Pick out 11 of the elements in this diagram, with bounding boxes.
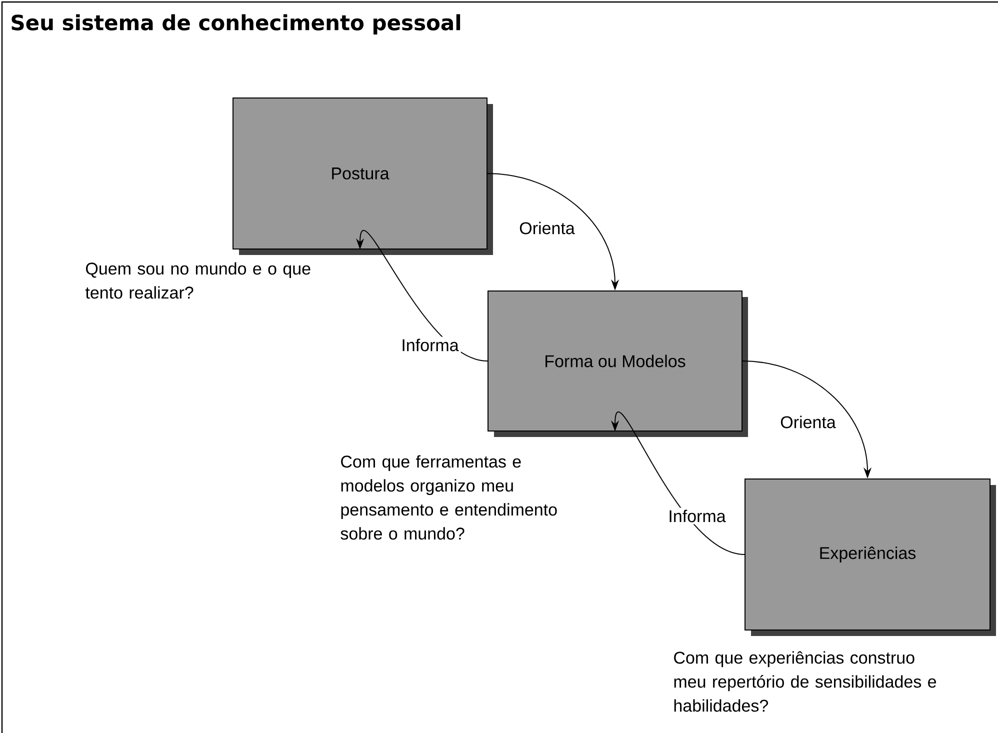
question-text: Com que experiências construo meu repertório de sensibilidades e habilidades? (674, 651, 936, 712)
edge-label: Orienta (517, 220, 577, 236)
process-box: Forma ou Modelos (488, 290, 748, 437)
edge-label: Informa (666, 508, 728, 524)
title: Seu sistema de conhecimento pessoal (12, 14, 460, 35)
edge-label: Orienta (778, 414, 838, 430)
question-text: Quem sou no mundo e o que tento realizar? (85, 262, 310, 299)
process-box: Experiências (744, 478, 996, 636)
process-box: Postura (232, 98, 493, 255)
question-text: Com que ferramentas e modelos organizo meu pensamento e entendimento sobre o mundo? (340, 455, 557, 540)
edge-label: Informa (399, 336, 461, 354)
